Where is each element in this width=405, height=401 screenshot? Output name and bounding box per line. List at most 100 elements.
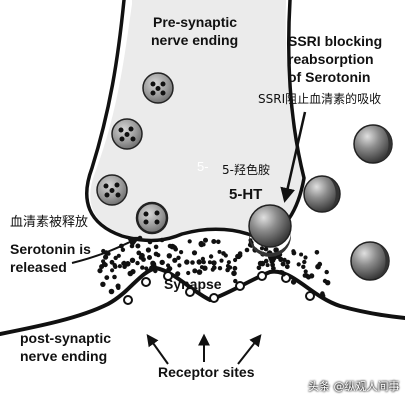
serotonin-dot [232, 265, 238, 271]
serotonin-dot [135, 260, 140, 266]
serotonin-dot [176, 255, 181, 260]
receptor-sites [123, 271, 315, 305]
serotonin-dot [172, 257, 178, 263]
serotonin-dot [175, 271, 181, 277]
serotonin-dot [299, 252, 304, 257]
presynaptic-label-line1: Pre-synaptic [153, 14, 238, 30]
ssri-molecule-icon [353, 124, 393, 164]
serotonin-dot [226, 260, 231, 265]
serotonin-dot [108, 288, 115, 295]
presynaptic-label-line2: nerve ending [151, 32, 239, 48]
serotonin-dot [137, 235, 143, 241]
serotonin-dot [153, 268, 158, 274]
serotonin-dot [271, 266, 276, 271]
receptor-site-icon [235, 281, 245, 291]
serotonin-dot [120, 247, 126, 252]
released-label-line2: released [10, 259, 67, 275]
serotonin-dot [147, 255, 152, 260]
serotonin-dot [324, 269, 329, 275]
serotonin-dot [177, 263, 182, 268]
ssri-label-line1: SSRI blocking [288, 33, 383, 49]
arrow-icon [71, 236, 141, 264]
serotonin-dot [139, 252, 145, 259]
serotonin-dot [291, 249, 296, 254]
serotonin-dot [113, 264, 118, 269]
serotonin-dot [166, 253, 172, 259]
serotonin-dot [116, 253, 121, 258]
serotonin-dot [303, 269, 308, 274]
receptor-site-icon [141, 277, 151, 287]
serotonin-dot [259, 246, 265, 251]
serotonin-dot [100, 281, 106, 287]
serotonin-dot [315, 263, 321, 270]
serotonin-dot [190, 260, 195, 265]
serotonin-dot [281, 272, 286, 277]
serotonin-dot [145, 247, 151, 253]
postsynaptic-label-line1: post-synaptic [20, 330, 112, 346]
serotonin-dot [167, 243, 173, 249]
serotonin-dot [144, 266, 149, 271]
serotonin-dot [112, 274, 117, 280]
serotonin-dot [140, 265, 145, 270]
serotonin-dot [284, 264, 290, 270]
ssri-molecule-icon [248, 204, 292, 257]
serotonin-chinese-label: 5-羟色胺 [222, 163, 270, 177]
ssri-label-line3: of Serotonin [288, 69, 371, 85]
receptor-site-icon [305, 291, 315, 301]
serotonin-dot [187, 239, 192, 244]
arrow-icon [146, 334, 169, 365]
arrow-icon [280, 111, 307, 203]
five-fragment: 5- [197, 159, 209, 174]
presynaptic-membrane [85, 0, 306, 243]
serotonin-dot [117, 264, 122, 269]
serotonin-dot [191, 250, 198, 256]
serotonin-dot [208, 254, 214, 259]
synapse-label: Synapse [164, 276, 222, 292]
receptor-sites-label: Receptor sites [158, 364, 255, 380]
serotonin-dot [303, 255, 308, 260]
receptor-site-icon [123, 295, 133, 305]
serotonin-dot [211, 260, 217, 266]
arrow-icon [237, 334, 262, 365]
serotonin-dot [110, 268, 115, 273]
serotonin-dot [186, 270, 191, 276]
serotonin-dot [156, 253, 161, 258]
serotonin-dot [147, 239, 153, 245]
5ht-label: 5-HT [229, 186, 263, 203]
serotonin-dot [221, 251, 226, 256]
serotonin-dot [135, 243, 141, 249]
serotonin-dot [207, 260, 212, 265]
serotonin-dot [211, 239, 217, 244]
vesicles [96, 72, 174, 235]
serotonin-dot [302, 273, 308, 278]
serotonin-dot [278, 256, 284, 262]
serotonin-dot [159, 259, 165, 266]
serotonin-dot [216, 239, 221, 245]
serotonin-dot [203, 237, 208, 243]
serotonin-dot [280, 261, 286, 267]
serotonin-dot [159, 237, 165, 243]
serotonin-dot [201, 259, 206, 265]
receptor-site-icon [257, 271, 267, 281]
serotonin-dot [296, 262, 301, 267]
serotonin-dot [285, 259, 291, 265]
serotonin-dot [115, 284, 120, 289]
postsynaptic-label-line2: nerve ending [20, 348, 108, 364]
serotonin-dot [219, 258, 224, 263]
serotonin-dot [179, 250, 184, 255]
serotonin-dot [109, 259, 115, 265]
serotonin-dot [322, 278, 328, 284]
vesicle-icon [96, 174, 128, 206]
serotonin-dot [198, 240, 205, 247]
serotonin-dot [273, 247, 279, 253]
serotonin-dot [196, 269, 203, 275]
serotonin-dot [153, 244, 159, 250]
serotonin-dot [256, 265, 262, 271]
serotonin-dot [290, 279, 297, 285]
ssri-molecule-icon [350, 241, 390, 281]
serotonin-dot [171, 244, 177, 250]
ssri-label-line2: reabsorption [288, 51, 374, 67]
receptor-site-icon [209, 293, 219, 303]
serotonin-dot [233, 257, 238, 263]
serotonin-dot [263, 246, 269, 252]
